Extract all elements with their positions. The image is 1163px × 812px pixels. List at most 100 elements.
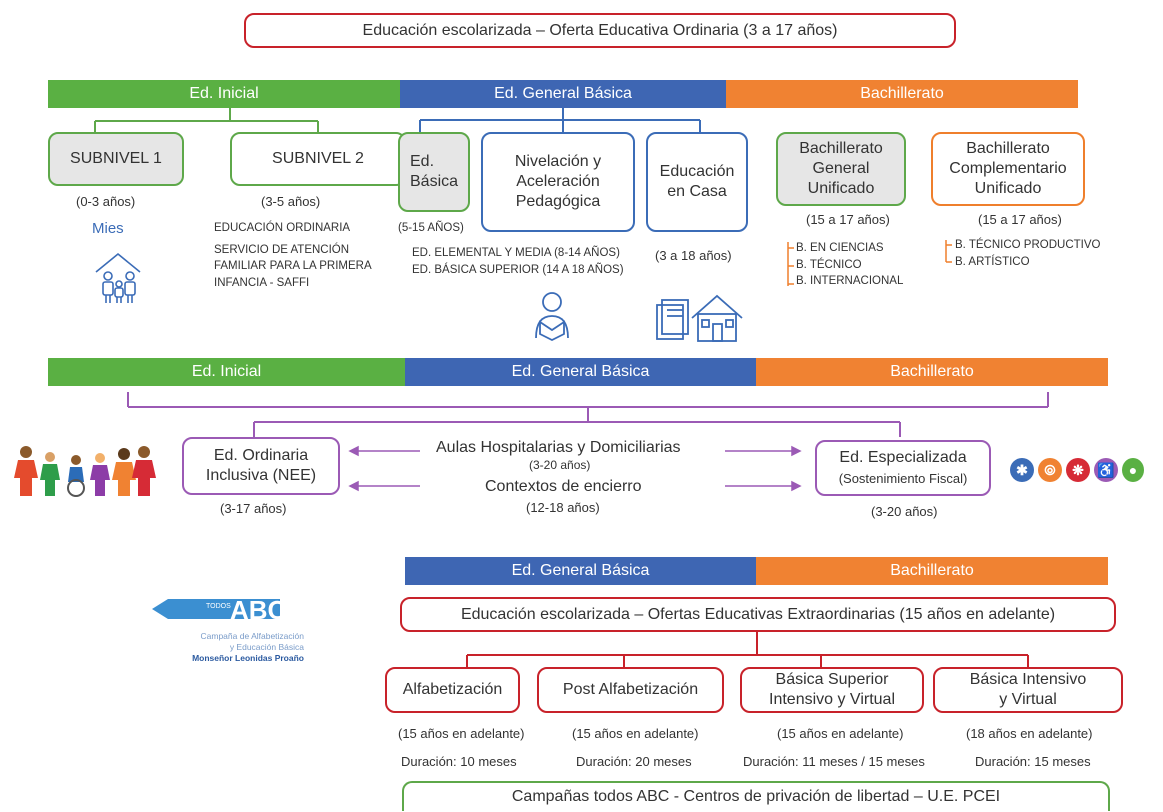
alfabetizacion-duration: Duración: 10 meses bbox=[401, 754, 517, 769]
subnivel1-age: (0-3 años) bbox=[76, 194, 136, 209]
bar3-basica: Ed. General Básica bbox=[405, 557, 756, 585]
abc-text: ABC bbox=[230, 595, 287, 625]
ordinaria-line: Ed. Ordinaria bbox=[213, 447, 309, 464]
bar1-bach-label: Bachillerato bbox=[860, 85, 944, 102]
basica-intensivo-duration: Duración: 15 meses bbox=[975, 754, 1091, 769]
post-alfabetizacion-label: Post Alfabetización bbox=[562, 681, 699, 698]
nivelacion-item: ED. BÁSICA SUPERIOR (14 A 18 AÑOS) bbox=[412, 263, 624, 276]
ed-basica-line: Ed. bbox=[410, 153, 435, 170]
ordinaria-inclusiva-box: Ed. Ordinaria Inclusiva (NEE) bbox=[182, 437, 340, 495]
bcu-age: (15 a 17 años) bbox=[978, 212, 1062, 227]
especializada-age: (3-20 años) bbox=[871, 504, 938, 519]
bar1-basica-label: Ed. General Básica bbox=[494, 85, 632, 102]
basica-intensivo-box: Básica Intensivo y Virtual bbox=[933, 667, 1123, 713]
nivelacion-item: ED. ELEMENTAL Y MEDIA (8-14 AÑOS) bbox=[412, 247, 620, 259]
aulas-label: Aulas Hospitalarias y Domiciliarias bbox=[436, 439, 681, 456]
bcu-items: B. TÉCNICO PRODUCTIVO B. ARTÍSTICO bbox=[955, 237, 1100, 270]
subnivel1-label: SUBNIVEL 1 bbox=[70, 150, 162, 167]
abc-caption-line: Campaña de Alfabetización bbox=[200, 631, 305, 641]
visual-disability-icon: ✱ bbox=[1010, 458, 1034, 482]
extra-title: Educación escolarizada – Ofertas Educati… bbox=[460, 605, 1056, 623]
bar1-inicial-label: Ed. Inicial bbox=[189, 85, 259, 102]
bgu-line: Unificado bbox=[807, 180, 875, 197]
bcu-line: Bachillerato bbox=[966, 140, 1050, 157]
bgu-box: Bachillerato General Unificado bbox=[776, 132, 906, 206]
casa-line: Educación bbox=[659, 163, 735, 180]
ordinaria-age: (3-17 años) bbox=[220, 501, 287, 516]
nivelacion-box: Nivelación y Aceleración Pedagógica bbox=[481, 132, 635, 232]
extra-title-box: Educación escolarizada – Ofertas Educati… bbox=[400, 597, 1116, 632]
post-alfabetizacion-box: Post Alfabetización bbox=[537, 667, 724, 713]
bar2-inicial: Ed. Inicial bbox=[48, 358, 405, 386]
bar2-inicial-label: Ed. Inicial bbox=[191, 363, 262, 380]
encierro-age: (12-18 años) bbox=[526, 500, 600, 515]
aulas-age: (3-20 años) bbox=[529, 458, 591, 472]
subnivel2-box: SUBNIVEL 2 bbox=[230, 132, 406, 186]
nivelacion-line: Pedagógica bbox=[515, 193, 601, 210]
nivelacion-items: ED. ELEMENTAL Y MEDIA (8-14 AÑOS) ED. BÁ… bbox=[412, 245, 624, 278]
subnivel2-item: INFANCIA - SAFFI bbox=[214, 277, 310, 290]
alfabetizacion-age: (15 años en adelante) bbox=[398, 726, 525, 741]
basica-superior-box: Básica Superior Intensivo y Virtual bbox=[740, 667, 924, 713]
wheelchair-icon: ♿ bbox=[1094, 458, 1118, 482]
bgu-items: B. EN CIENCIAS B. TÉCNICO B. INTERNACION… bbox=[796, 240, 903, 290]
alfabetizacion-label: Alfabetización bbox=[402, 681, 503, 698]
ed-basica-line: Básica bbox=[410, 173, 459, 190]
especializada-label: Ed. Especializada bbox=[839, 449, 967, 467]
bgu-line: Bachillerato bbox=[799, 140, 883, 157]
ordinaria-line: Inclusiva (NEE) bbox=[205, 467, 317, 484]
basica-intensivo-line: y Virtual bbox=[999, 691, 1057, 708]
bar1-basica: Ed. General Básica bbox=[400, 80, 726, 108]
alfabetizacion-box: Alfabetización bbox=[385, 667, 520, 713]
bar2-basica: Ed. General Básica bbox=[405, 358, 756, 386]
bar3-basica-label: Ed. General Básica bbox=[511, 562, 650, 579]
subnivel1-box: SUBNIVEL 1 bbox=[48, 132, 184, 186]
basica-superior-line: Básica Superior bbox=[775, 671, 889, 688]
especializada-sub: (Sostenimiento Fiscal) bbox=[838, 471, 968, 487]
subnivel2-age: (3-5 años) bbox=[261, 194, 321, 209]
bcu-line: Unificado bbox=[974, 180, 1042, 197]
casa-age: (3 a 18 años) bbox=[655, 248, 732, 263]
casa-line: en Casa bbox=[667, 183, 727, 200]
bgu-item: B. TÉCNICO bbox=[796, 258, 862, 271]
pencil-icon bbox=[152, 599, 280, 619]
bcu-line: Complementario bbox=[949, 160, 1067, 177]
physical-disability-icon: ❋ bbox=[1066, 458, 1090, 482]
especializada-box: Ed. Especializada (Sostenimiento Fiscal) bbox=[815, 440, 991, 496]
bar2-bach-label: Bachillerato bbox=[890, 363, 974, 380]
intellectual-disability-icon: ● bbox=[1122, 458, 1144, 482]
nivelacion-line: Aceleración bbox=[516, 173, 600, 190]
bgu-age: (15 a 17 años) bbox=[806, 212, 890, 227]
subnivel2-label: SUBNIVEL 2 bbox=[272, 150, 364, 167]
post-alfabetizacion-age: (15 años en adelante) bbox=[572, 726, 699, 741]
abc-caption-line: Monseñor Leonidas Proaño bbox=[192, 653, 304, 664]
post-alfabetizacion-duration: Duración: 20 meses bbox=[576, 754, 692, 769]
hearing-disability-icon: ⦾ bbox=[1038, 458, 1062, 482]
abc-caption: Campaña de Alfabetización y Educación Bá… bbox=[174, 631, 304, 664]
bar3-bach-label: Bachillerato bbox=[890, 562, 974, 579]
subnivel2-item: EDUCACIÓN ORDINARIA bbox=[214, 222, 351, 234]
footer-box: Campañas todos ABC - Centros de privació… bbox=[402, 781, 1110, 811]
basica-intensivo-line: Básica Intensivo bbox=[969, 671, 1087, 688]
subnivel2-items: EDUCACIÓN ORDINARIA SERVICIO DE ATENCIÓN… bbox=[214, 220, 372, 292]
bgu-item: B. INTERNACIONAL bbox=[796, 275, 904, 288]
basica-superior-line: Intensivo y Virtual bbox=[769, 691, 895, 708]
footer-label: Campañas todos ABC - Centros de privació… bbox=[511, 788, 1001, 805]
bcu-item: B. ARTÍSTICO bbox=[955, 255, 1030, 268]
nivelacion-line: Nivelación y bbox=[514, 153, 602, 170]
bcu-box: Bachillerato Complementario Unificado bbox=[931, 132, 1085, 206]
bcu-item: B. TÉCNICO PRODUCTIVO bbox=[955, 239, 1101, 251]
subnivel2-item: SERVICIO DE ATENCIÓN bbox=[214, 243, 350, 256]
top-title-box: Educación escolarizada – Oferta Educativ… bbox=[244, 13, 956, 48]
ed-basica-age: (5-15 AÑOS) bbox=[398, 222, 464, 234]
abc-logo: TODOS ABC Campaña de Alfabetización y Ed… bbox=[148, 595, 308, 685]
top-title: Educación escolarizada – Oferta Educativ… bbox=[362, 21, 838, 39]
bgu-line: General bbox=[812, 160, 870, 177]
bar1-inicial: Ed. Inicial bbox=[48, 80, 400, 108]
encierro-label: Contextos de encierro bbox=[485, 478, 642, 495]
basica-superior-age: (15 años en adelante) bbox=[777, 726, 904, 741]
